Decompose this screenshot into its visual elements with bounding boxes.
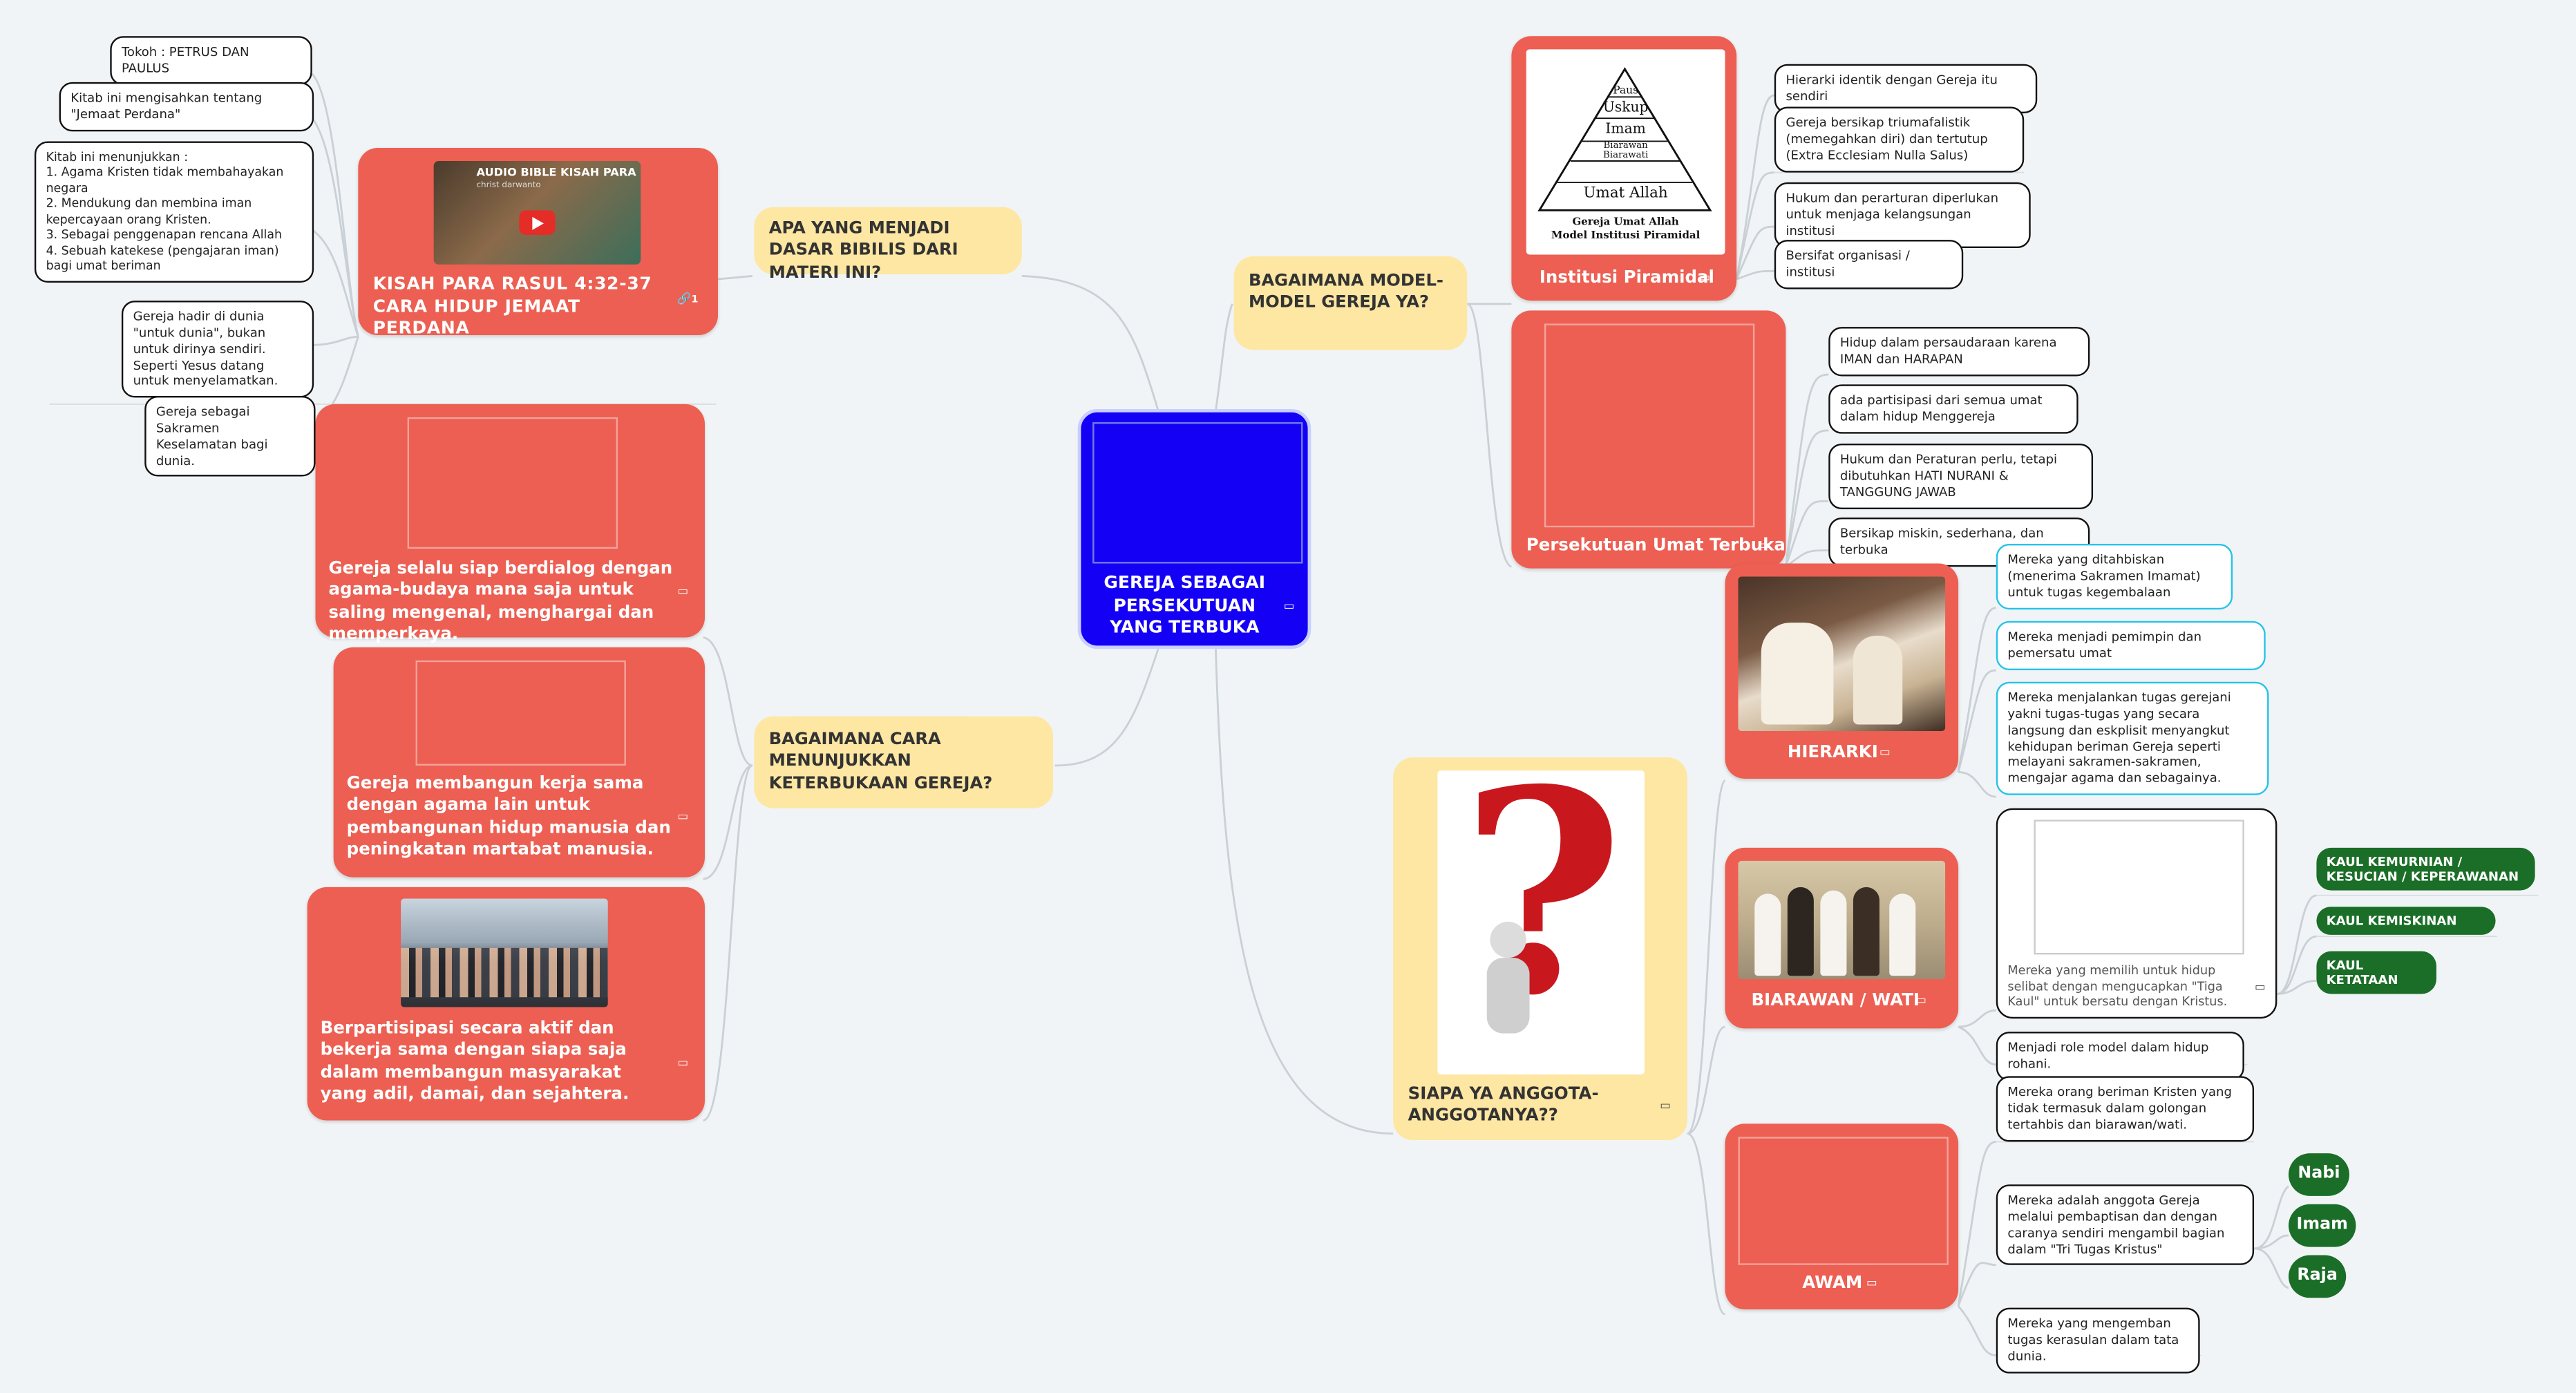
note-kitab-menunjukkan[interactable]: Kitab ini menunjukkan : 1. Agama Kristen… [35,141,314,282]
note-icon[interactable]: ▭ [2255,980,2266,994]
tugas-nabi[interactable]: Nabi [2289,1153,2349,1196]
pyramid-level-uskup: Uskup [1526,100,1725,117]
branch-dasar-biblis[interactable]: APA YANG MENJADI DASAR BIBILIS DARI MATE… [754,207,1022,274]
note-persaudaraan[interactable]: Hidup dalam persaudaraan karena IMAN dan… [1828,327,2090,376]
image-placeholder-kerja-sama [416,661,626,766]
kaul-kemurnian[interactable]: KAUL KEMURNIAN / KESUCIAN / KEPERAWANAN [2316,848,2535,891]
branch-dasar-biblis-label: APA YANG MENJADI DASAR BIBILIS DARI MATE… [769,220,958,282]
terbuka-title: Persekutuan Umat Terbuka [1526,536,1786,558]
branch-anggota[interactable]: ? SIAPA YA ANGGOTA-ANGGOTANYA?? ▭ [1393,757,1687,1140]
branch-model-gereja-label: BAGAIMANA MODEL-MODEL GEREJA YA? [1249,273,1443,313]
figure-icon [1490,922,1526,958]
item-partisipasi[interactable]: Berpartisipasi secara aktif dan bekerja … [307,887,705,1121]
video-channel: christ darwanto [477,181,541,191]
note-tiga-kaul[interactable]: Mereka yang memilih untuk hidup selibat … [1996,808,2277,1018]
kaul-kemiskinan[interactable]: KAUL KEMISKINAN [2316,907,2495,934]
play-icon[interactable] [519,210,555,235]
biarawan-photo [1739,861,1946,979]
note-pemimpin[interactable]: Mereka menjadi pemimpin dan pemersatu um… [1996,621,2266,670]
branch-keterbukaan[interactable]: BAGAIMANA CARA MENUNJUKKAN KETERBUKAAN G… [754,717,1053,808]
kisah-para-rasul-node[interactable]: AUDIO BIBLE KISAH PARA christ darwanto K… [358,148,718,335]
group-photo [401,899,608,1007]
link-count: 1 [692,294,699,306]
member-biarawan[interactable]: BIARAWAN / WATI ▭ [1725,848,1958,1029]
video-title: AUDIO BIBLE KISAH PARA [477,166,636,179]
note-hati-nurani[interactable]: Hukum dan Peraturan perlu, tetapi dibutu… [1828,444,2093,509]
pyramid-level-imam: Imam [1526,122,1725,138]
note-icon[interactable]: ▭ [1660,1099,1671,1112]
tugas-raja[interactable]: Raja [2289,1255,2346,1298]
note-sakramen-keselamatan[interactable]: Gereja sebagai Sakramen Keselamatan bagi… [144,396,315,477]
note-tugas-gerejani[interactable]: Mereka menjalankan tugas gerejani yakni … [1996,682,2269,795]
note-gereja-untuk-dunia[interactable]: Gereja hadir di dunia "untuk dunia", buk… [122,301,314,398]
item-partisipasi-text: Berpartisipasi secara aktif dan bekerja … [321,1018,669,1106]
image-placeholder-awam [1739,1137,1949,1264]
note-organisasi[interactable]: Bersifat organisasi / institusi [1774,240,1963,289]
note-hierarki-identik[interactable]: Hierarki identik dengan Gereja itu sendi… [1774,64,2037,113]
note-tri-tugas[interactable]: Mereka adalah anggota Gereja melalui pem… [1996,1184,2254,1266]
link-icon[interactable]: 🔗1 [677,292,699,305]
piramidal-title: Institusi Piramidal [1540,268,1714,290]
image-placeholder-dialog [408,417,618,549]
image-placeholder-tiga-kaul [2034,819,2244,954]
item-kerja-sama-text: Gereja membangun kerja sama dengan agama… [347,774,676,862]
hierarki-photo [1739,577,1946,731]
note-partisipasi-umat[interactable]: ada partisipasi dari semua umat dalam hi… [1828,384,2078,433]
tugas-nabi-label: Nabi [2298,1165,2340,1183]
tugas-imam[interactable]: Imam [2289,1204,2356,1247]
item-dialog[interactable]: Gereja selalu siap berdialog dengan agam… [315,404,704,638]
pyramid-level-umat: Umat Allah [1526,186,1725,202]
item-kerja-sama[interactable]: Gereja membangun kerja sama dengan agama… [334,647,705,878]
image-placeholder-terbuka [1544,323,1754,527]
kisah-title: KISAH PARA RASUL 4:32-37 CARA HIDUP JEMA… [373,274,679,341]
note-icon[interactable]: ▭ [1699,271,1710,284]
question-mark-image: ? [1437,770,1645,1074]
note-kerasulan[interactable]: Mereka yang mengemban tugas kerasulan da… [1996,1308,2200,1373]
pyramid-level-paus: Paus [1526,84,1725,97]
note-icon[interactable]: ▭ [677,810,688,823]
question-mark-icon: ? [1461,770,1625,1033]
note-triumfalistik[interactable]: Gereja bersikap triumafalistik (memegahk… [1774,107,2024,172]
tugas-raja-label: Raja [2297,1267,2338,1285]
item-dialog-text: Gereja selalu siap berdialog dengan agam… [329,558,674,646]
note-orang-beriman[interactable]: Mereka orang beriman Kristen yang tidak … [1996,1076,2254,1141]
note-hukum-institusi[interactable]: Hukum dan perarturan diperlukan untuk me… [1774,182,2031,247]
hierarki-title: HIERARKI [1788,743,1878,765]
model-persekutuan-terbuka[interactable]: Persekutuan Umat Terbuka ▭ [1511,310,1786,568]
model-institusi-piramidal[interactable]: Paus Uskup Imam Biarawan Biarawati Umat … [1511,36,1736,301]
video-thumbnail[interactable]: AUDIO BIBLE KISAH PARA christ darwanto [434,161,641,265]
note-icon[interactable]: ▭ [677,1056,688,1070]
kaul-ketaatan[interactable]: KAUL KETATAAN [2316,951,2436,994]
note-tokoh[interactable]: Tokoh : PETRUS DAN PAULUS [110,36,312,85]
note-ditahbiskan[interactable]: Mereka yang ditahbiskan (menerima Sakram… [1996,544,2233,609]
note-role-model[interactable]: Menjadi role model dalam hidup rohani. [1996,1032,2244,1081]
central-topic[interactable]: GEREJA SEBAGAI PERSEKUTUAN YANG TERBUKA … [1078,409,1311,649]
member-hierarki[interactable]: HIERARKI ▭ [1725,564,1958,779]
note-icon[interactable]: ▭ [1759,539,1770,552]
central-title: GEREJA SEBAGAI PERSEKUTUAN YANG TERBUKA [1088,574,1282,641]
note-icon[interactable]: ▭ [1284,600,1295,613]
tiga-kaul-text: Mereka yang memilih untuk hidup selibat … [2007,963,2247,1010]
note-jemaat-perdana[interactable]: Kitab ini mengisahkan tentang "Jemaat Pe… [59,82,314,131]
tugas-imam-label: Imam [2297,1215,2348,1233]
pyramid-level-biarawan: Biarawan Biarawati [1526,143,1725,162]
note-icon[interactable]: ▭ [1879,746,1891,759]
anggota-title: SIAPA YA ANGGOTA-ANGGOTANYA?? [1408,1084,1663,1128]
member-awam[interactable]: AWAM ▭ [1725,1124,1958,1309]
branch-model-gereja[interactable]: BAGAIMANA MODEL-MODEL GEREJA YA? [1234,256,1468,350]
central-image-placeholder [1092,422,1303,563]
note-icon[interactable]: ▭ [1915,994,1926,1007]
note-icon[interactable]: ▭ [677,585,688,598]
awam-title: AWAM [1802,1273,1862,1296]
branch-keterbukaan-label: BAGAIMANA CARA MENUNJUKKAN KETERBUKAAN G… [769,731,993,793]
pyramid-image: Paus Uskup Imam Biarawan Biarawati Umat … [1526,49,1725,254]
biarawan-title: BIARAWAN / WATI [1752,991,1920,1013]
note-icon[interactable]: ▭ [1866,1276,1877,1289]
pyramid-caption: Gereja Umat Allah Model Institusi Pirami… [1526,217,1725,242]
